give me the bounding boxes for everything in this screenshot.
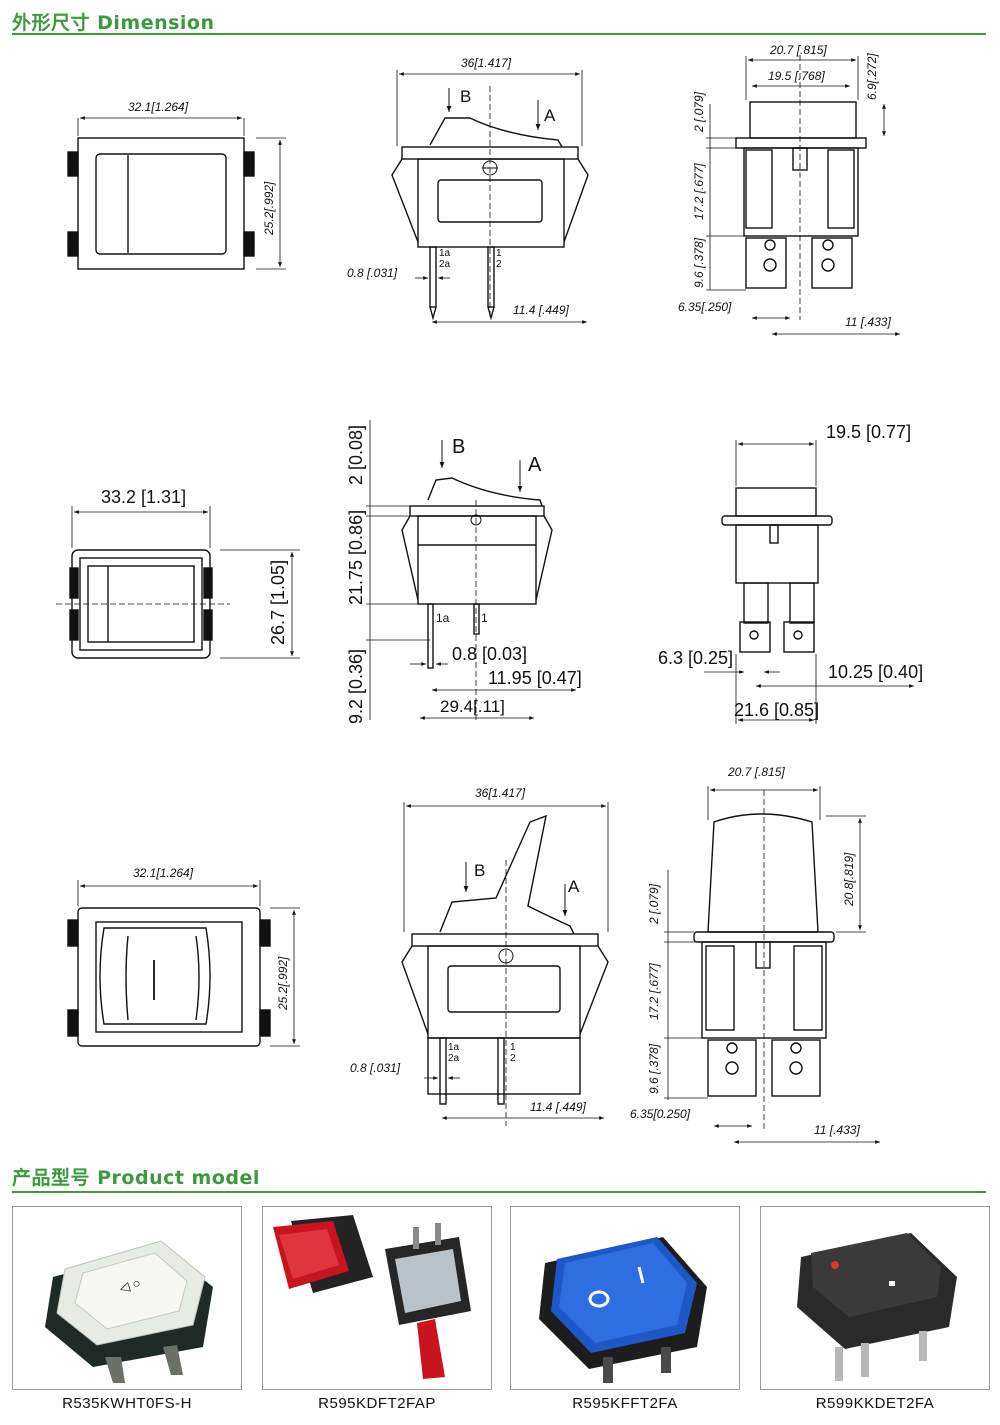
row1-end-flange-label: 2 [.079] (692, 91, 706, 133)
row2-side-top-label: 2 [0.08] (346, 425, 366, 485)
row3-end-body-label: 17.2 [.677] (647, 963, 661, 1020)
row3-end-terminal-label: 9.6 [.378] (647, 1043, 661, 1094)
product-model-4: R599KKDET2FA (815, 1395, 935, 1412)
row1-end-width-inner-label: 19.5 [.768] (768, 69, 825, 83)
row1-front-view (67, 116, 286, 270)
row1-end-body-label: 17.2 [.677] (692, 163, 706, 220)
row2-side-view (366, 420, 576, 720)
row3-end-cap-height-label: 20.8[.819] (842, 852, 856, 907)
row3-side-b-label: B (474, 861, 485, 880)
row3-side-view (401, 802, 609, 1126)
product-card-2[interactable] (262, 1206, 492, 1390)
row2-end-tab-label: 6.3 [0.25] (658, 648, 733, 668)
row2-side-width-label: 29.4[.11] (440, 697, 505, 716)
row1-side-pin-thickness-label: 0.8 [.031] (347, 266, 398, 280)
row3-end-tab-label: 6.35[0.250] (630, 1107, 691, 1121)
row1-end-width-outer-label: 20.7 [.815] (769, 43, 827, 57)
row1-end-view (706, 55, 900, 336)
row2-front-width-label: 33.2 [1.31] (101, 487, 186, 507)
row3-side-pin-thickness-label: 0.8 [.031] (350, 1061, 401, 1075)
row1-end-tab-label: 6.35[.250] (678, 300, 732, 314)
row1-end-spacing-label: 11 [.433] (845, 315, 891, 329)
product-card-3[interactable] (510, 1206, 740, 1390)
row3-end-flange-label: 2 [.079] (647, 883, 661, 925)
product-section-title: 产品型号 Product model (12, 1167, 260, 1189)
product-model-2: R595KDFT2FAP (318, 1395, 436, 1412)
row1-end-cap-height-label: 6.9[.272] (865, 53, 879, 100)
product-model-1: R535KWHT0FS-H (62, 1395, 192, 1412)
product-model-3: R595KFFT2FA (572, 1395, 678, 1412)
rocker-switch-photo-1: ◁ ○ (45, 1240, 213, 1383)
row2-side-pin-spacing-label: 11.95 [0.47] (488, 668, 582, 688)
row3-front-view (67, 880, 300, 1047)
row2-end-spacing-label: 10.25 [0.40] (828, 662, 923, 682)
row1-side-pin-spacing-label: 11.4 [.449] (513, 303, 569, 317)
row1-end-terminal-label: 9.6 [.378] (692, 237, 706, 288)
row2-end-total-label: 21.6 [0.85] (734, 700, 819, 720)
row2-side-terminal-label: 9.2 [0.36] (346, 649, 366, 724)
dimension-section-rule (12, 33, 986, 35)
row3-side-pin-spacing-label: 11.4 [.449] (530, 1100, 586, 1114)
row1-front-height-label: 25.2[.992] (262, 181, 276, 236)
dimension-section-title: 外形尺寸 Dimension (12, 12, 215, 34)
row2-end-view (704, 440, 914, 724)
row2-end-width-label: 19.5 [0.77] (826, 422, 911, 442)
row1-side-a-label: A (544, 106, 556, 125)
rocker-switch-photo-3 (539, 1237, 707, 1383)
rocker-switch-photo-4 (797, 1233, 957, 1381)
row1-side-b-label: B (460, 87, 471, 106)
row3-side-a-label: A (568, 877, 580, 896)
row2-side-pin-left-label: 1a (436, 611, 450, 625)
row2-side-body-label: 21.75 [0.86] (346, 510, 366, 605)
row2-front-view (56, 506, 300, 659)
svg-text:◁ ○: ◁ ○ (117, 1275, 142, 1296)
rocker-switch-photo-2 (273, 1215, 471, 1379)
product-section-rule (12, 1191, 986, 1193)
product-card-1[interactable]: ◁ ○ (12, 1206, 242, 1390)
row3-front-width-label: 32.1[1.264] (133, 866, 194, 880)
row2-side-a-label: A (528, 454, 542, 476)
row3-end-width-label: 20.7 [.815] (727, 765, 785, 779)
product-card-4[interactable] (760, 1206, 990, 1390)
row2-side-b-label: B (452, 436, 465, 458)
row1-side-view (391, 70, 589, 324)
row3-end-spacing-label: 11 [.433] (814, 1123, 860, 1137)
row2-side-pin-thickness-label: 0.8 [0.03] (452, 644, 527, 664)
dimension-drawings: 32.1[1.264] 25.2[.992] 36[1.417] B A 0.8… (56, 43, 923, 1144)
row2-front-height-label: 26.7 [1.05] (268, 560, 288, 645)
row3-front-height-label: 25.2[.992] (276, 956, 290, 1011)
row1-front-width-label: 32.1[1.264] (128, 100, 189, 114)
row3-end-view (664, 786, 880, 1144)
row1-side-width-label: 36[1.417] (461, 56, 512, 70)
row3-side-width-label: 36[1.417] (475, 786, 526, 800)
row2-side-pin-right-label: 1 (481, 611, 488, 625)
